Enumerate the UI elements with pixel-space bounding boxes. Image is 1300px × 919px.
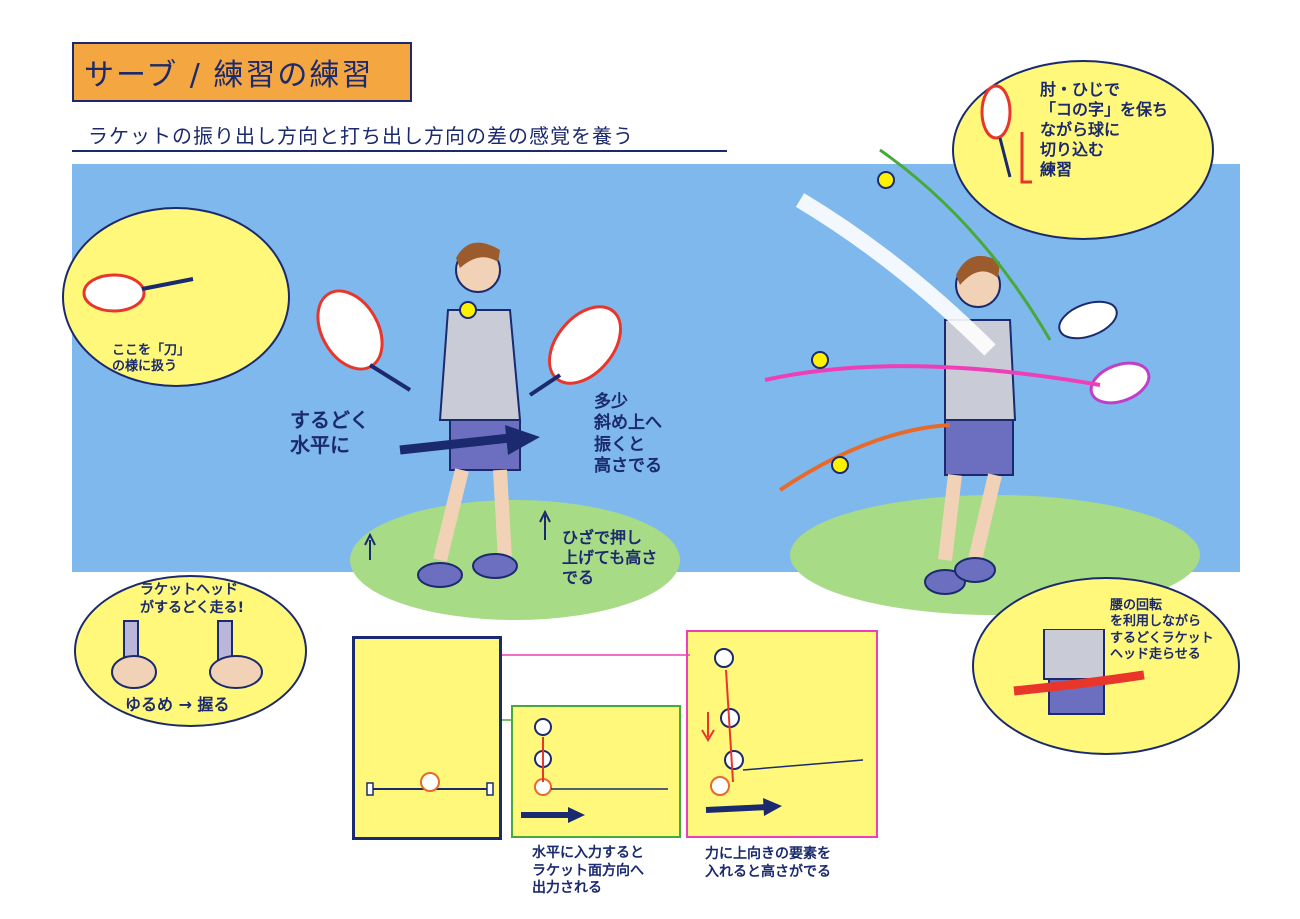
- racket-left-front: [528, 305, 622, 397]
- racket-right-upper: [1058, 300, 1118, 340]
- diagram-panel-right: [686, 630, 878, 838]
- diagram-caption-middle: 水平に入力すると ラケット面方向へ 出力される: [532, 845, 644, 896]
- swing-trail-green: [879, 148, 1052, 341]
- swing-trail-pink: [764, 364, 1101, 387]
- arrow-right-icon: [763, 798, 782, 816]
- diagram-panel-left: [352, 636, 502, 840]
- tennis-ball-icon: [420, 772, 440, 792]
- bubble-bottom-right: [972, 577, 1240, 755]
- label-knee-push: ひざで押し 上げても高さ でる: [562, 528, 658, 587]
- page-title: サーブ / 練習の練習: [84, 58, 374, 93]
- label-upward-slightly: 多少 斜め上へ 振くと 高さでる: [594, 392, 662, 476]
- label-sharp-horizontal: するどく 水平に: [290, 408, 370, 457]
- page-subtitle: ラケットの振り出し方向と打ち出し方向の差の感覚を養う: [88, 124, 634, 148]
- callout-waist-rotation: 腰の回転 を利用しながら するどくラケット ヘッド走らせる: [1110, 598, 1214, 662]
- callout-top-left: ここを「刀」 の様に扱う: [112, 343, 191, 375]
- arrow-right-icon: [399, 433, 511, 455]
- bubble-top-right: [952, 60, 1214, 240]
- racket-grip-icon: [980, 84, 1032, 184]
- subtitle-underline: [72, 150, 727, 152]
- racket-right-pink: [1089, 361, 1151, 405]
- hand-grip-icon: [111, 620, 263, 689]
- tennis-ball-icon: [459, 301, 477, 319]
- bubble-bottom-left: [74, 575, 307, 727]
- diagram-panel-middle: [511, 705, 681, 838]
- callout-grip: ゆるめ → 握る: [125, 695, 230, 714]
- diagram-caption-right: 力に上向きの要素を 入れると高さがでる: [705, 846, 831, 880]
- bubble-top-left: [62, 207, 290, 387]
- title-box: [72, 42, 412, 102]
- racket-left-back: [316, 289, 412, 392]
- waist-rotation-icon: [1013, 629, 1145, 715]
- swing-trail-orange: [778, 423, 951, 492]
- callout-top-right: 肘・ひじで 「コの字」を保ち ながら球に 切り込む 練習: [1040, 80, 1169, 179]
- arrow-right-icon: [568, 807, 585, 823]
- swing-trail-white: [795, 193, 996, 356]
- callout-racket-head: ラケットヘッド がするどく走る!: [140, 582, 244, 616]
- racket-side-icon: [82, 273, 194, 313]
